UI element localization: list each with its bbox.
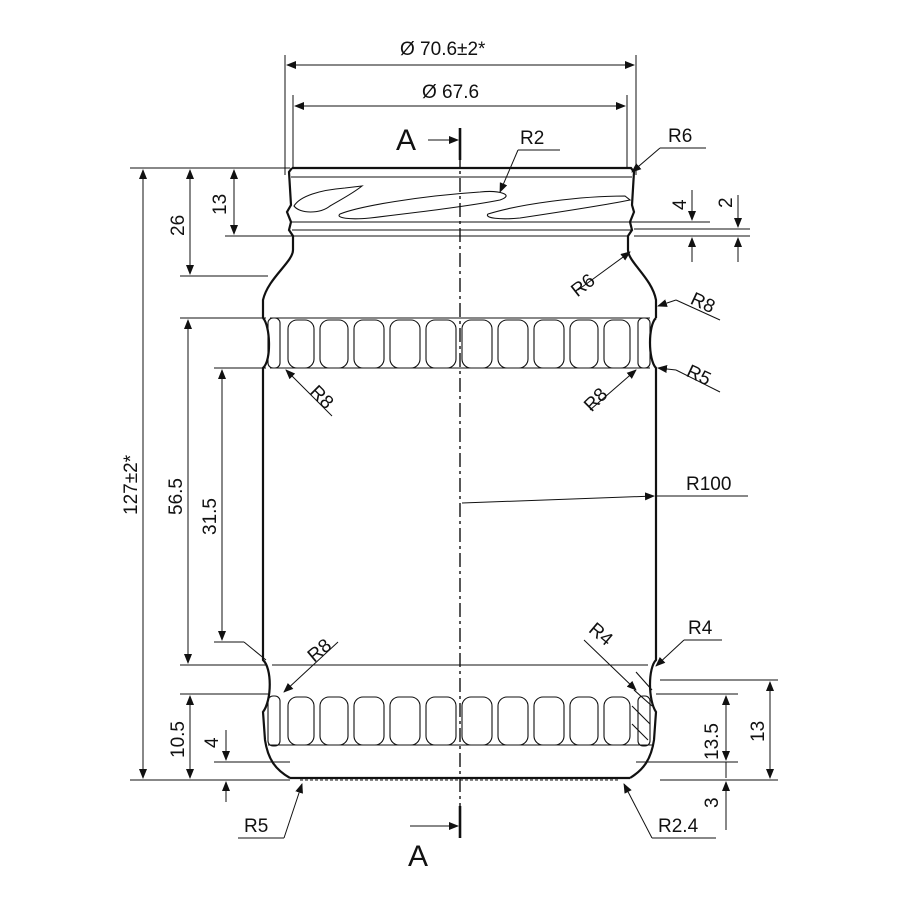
callout-r100: R100 <box>461 474 748 504</box>
thread-height-dim: 13 <box>210 169 293 237</box>
base-13-dim: 13 <box>660 679 778 781</box>
callout-r8-panel-left: R8 <box>285 369 337 417</box>
svg-text:4: 4 <box>202 737 223 748</box>
upper-panel-bosses <box>267 317 651 369</box>
svg-text:56.5: 56.5 <box>166 478 187 515</box>
callout-r6-lip: R6 <box>631 126 706 173</box>
callout-r8-panel-right: R8 <box>580 369 637 416</box>
callout-r8-heel: R8 <box>283 635 339 693</box>
svg-text:R100: R100 <box>686 474 731 495</box>
svg-text:R4: R4 <box>584 619 616 651</box>
svg-text:R2.4: R2.4 <box>658 816 699 837</box>
base-height-dim: 10.5 <box>168 693 268 779</box>
svg-text:R6: R6 <box>668 126 692 147</box>
svg-text:R8: R8 <box>304 635 336 667</box>
svg-text:10.5: 10.5 <box>168 721 189 758</box>
callout-r6-shoulder: R6 <box>567 251 631 302</box>
finish-height-dim: 26 <box>168 169 268 277</box>
svg-text:13: 13 <box>748 721 769 742</box>
svg-text:R8: R8 <box>305 382 337 414</box>
svg-text:31.5: 31.5 <box>200 498 221 535</box>
svg-text:R6: R6 <box>567 270 599 302</box>
svg-text:2: 2 <box>716 197 737 208</box>
total-height-dim: 127±2* <box>121 167 290 781</box>
callout-r5-base: R5 <box>238 783 303 839</box>
callout-r2-4-base: R2.4 <box>623 783 716 839</box>
svg-text:R5: R5 <box>683 361 714 390</box>
svg-text:3: 3 <box>702 797 723 808</box>
section-mark-top: A <box>396 124 462 160</box>
bead-4-dim: 4 <box>634 190 750 262</box>
callout-r8-shoulder: R8 <box>657 289 721 321</box>
lower-panel-bosses <box>267 695 651 747</box>
outer-diameter-label: Ø 70.6±2* <box>400 39 486 60</box>
thread-diameter-label: Ø 67.6 <box>422 82 479 103</box>
svg-text:127±2*: 127±2* <box>121 454 142 515</box>
base-3-dim: 3 <box>702 762 730 830</box>
base-13-5-dim: 13.5 <box>636 693 738 763</box>
svg-text:26: 26 <box>168 215 189 236</box>
svg-text:R4: R4 <box>688 618 713 639</box>
section-mark-bottom: A <box>408 806 462 873</box>
base-4-dim: 4 <box>202 730 290 802</box>
callout-r4-outer: R4 <box>655 618 722 667</box>
svg-text:R5: R5 <box>244 816 268 837</box>
callout-r4-inner: R4 <box>583 619 637 691</box>
outer-diameter-dim: Ø 70.6±2* <box>284 39 637 175</box>
svg-text:R2: R2 <box>520 128 544 149</box>
section-label-bottom: A <box>408 840 428 873</box>
svg-text:13.5: 13.5 <box>702 723 723 760</box>
callout-r2: R2 <box>499 128 560 193</box>
svg-text:R8: R8 <box>580 384 612 416</box>
label-panel-dim: 31.5 <box>200 367 267 661</box>
svg-text:R8: R8 <box>687 289 718 318</box>
bead-2-dim: 2 <box>634 195 750 262</box>
callout-r5-panel: R5 <box>657 361 721 393</box>
svg-text:13: 13 <box>210 194 231 215</box>
thread-diameter-dim: Ø 67.6 <box>292 82 628 168</box>
section-label-top: A <box>396 124 416 157</box>
label-height-dim: 56.5 <box>166 317 266 666</box>
svg-text:4: 4 <box>670 199 691 210</box>
